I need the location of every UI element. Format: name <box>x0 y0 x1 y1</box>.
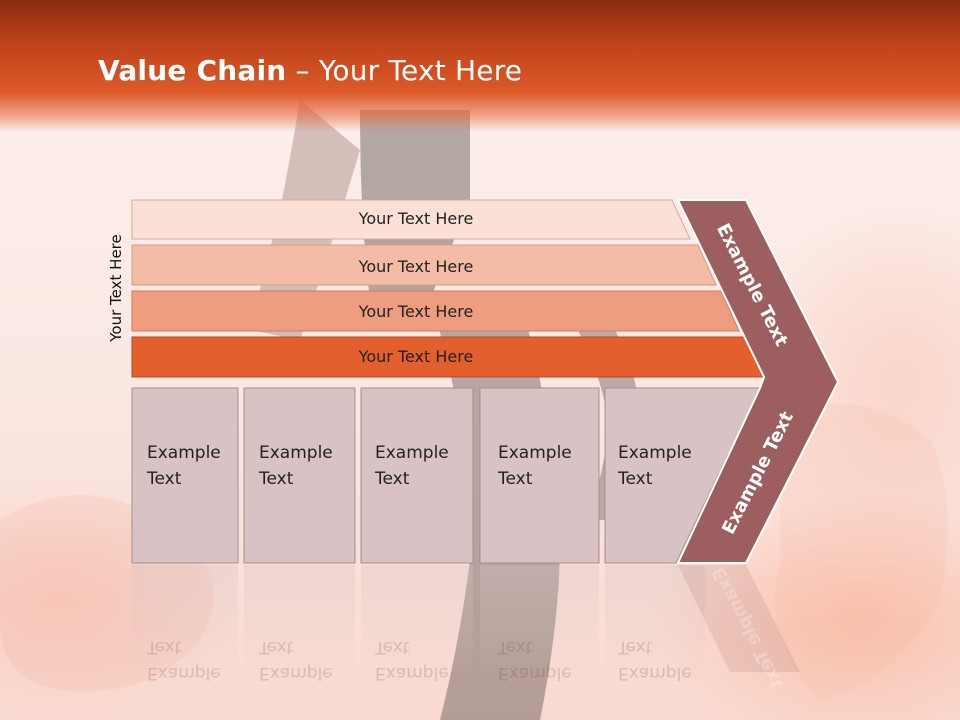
title-rest: – Your Text Here <box>286 54 523 87</box>
activity-box-5 <box>604 387 761 564</box>
reflection-3-line1: Example <box>375 663 449 683</box>
row-banner-3 <box>131 290 740 332</box>
activity-box-label-1-reflection: Example Text <box>147 634 221 686</box>
reflection-4-line2: Text <box>498 637 533 657</box>
reflection-5-line1: Example <box>618 663 692 683</box>
reflection-2-line2: Text <box>259 637 294 657</box>
activity-box-label-5: Example Text <box>618 440 692 492</box>
reflection-1-line2: Text <box>147 637 182 657</box>
margin-chevron-reflection <box>678 565 800 672</box>
activity-box-label-3-reflection: Example Text <box>375 634 449 686</box>
activity-box-label-1-line1: Example <box>147 443 221 463</box>
activity-box-label-4-reflection: Example Text <box>498 634 572 686</box>
activity-box-label-5-line2: Text <box>618 469 653 489</box>
row-banner-2 <box>131 244 717 286</box>
reflection-2-line1: Example <box>259 663 333 683</box>
activity-box-label-2-line1: Example <box>259 443 333 463</box>
activity-box-reflection-2 <box>244 565 355 685</box>
row-banner-1 <box>131 199 691 240</box>
row-label-3: Your Text Here <box>358 302 474 321</box>
activity-box-label-2-reflection: Example Text <box>259 634 333 686</box>
activity-box-3 <box>360 387 474 564</box>
slide-title: Value Chain – Your Text Here <box>98 54 522 87</box>
reflection-4-line1: Example <box>498 663 572 683</box>
reflection-5-line2: Text <box>618 637 653 657</box>
reflection-3-line2: Text <box>375 637 410 657</box>
activity-box-4 <box>479 387 600 564</box>
activity-box-reflection-5 <box>605 565 705 685</box>
activity-box-label-5-reflection: Example Text <box>618 634 692 686</box>
activity-box-label-2: Example Text <box>259 440 333 492</box>
activity-box-label-1: Example Text <box>147 440 221 492</box>
activity-box-2 <box>243 387 356 564</box>
activity-box-1 <box>131 387 239 564</box>
reflection-1-line1: Example <box>147 663 221 683</box>
activity-box-label-3-line2: Text <box>375 469 410 489</box>
activity-box-label-1-line2: Text <box>147 469 182 489</box>
row-label-2: Your Text Here <box>358 257 474 276</box>
activity-box-label-3: Example Text <box>375 440 449 492</box>
activity-box-label-4-line1: Example <box>498 443 572 463</box>
activity-box-reflection-3 <box>361 565 473 685</box>
header-band <box>0 0 960 132</box>
activity-box-label-4: Example Text <box>498 440 572 492</box>
activity-box-label-4-line2: Text <box>498 469 533 489</box>
margin-chevron <box>677 199 839 564</box>
row-label-4: Your Text Here <box>358 347 474 366</box>
row-label-1: Your Text Here <box>358 209 474 228</box>
activity-box-label-5-line1: Example <box>618 443 692 463</box>
activity-box-label-3-line1: Example <box>375 443 449 463</box>
activity-box-reflection-1 <box>132 565 238 685</box>
activity-box-label-2-line2: Text <box>259 469 294 489</box>
side-label: Your Text Here <box>107 234 125 342</box>
title-bold: Value Chain <box>98 54 287 87</box>
activity-box-reflection-4 <box>480 565 599 685</box>
